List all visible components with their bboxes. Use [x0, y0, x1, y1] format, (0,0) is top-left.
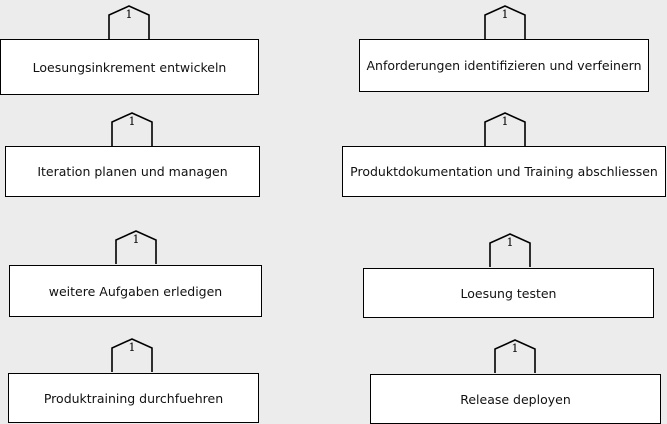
multiplicity-label: 1	[128, 115, 136, 128]
task-label: weitere Aufgaben erledigen	[48, 283, 223, 299]
task-label: Iteration planen und managen	[37, 164, 228, 179]
multiplicity-label: 1	[501, 115, 509, 128]
multiplicity-marker: 1	[484, 5, 526, 39]
task-label: Loesung testen	[460, 285, 557, 301]
task-label: Produktraining durchfuehren	[43, 390, 224, 406]
multiplicity-marker: 1	[111, 338, 153, 372]
multiplicity-marker: 1	[489, 233, 531, 267]
multiplicity-marker: 1	[484, 112, 526, 146]
multiplicity-marker: 1	[115, 230, 157, 264]
task-label: Release deployen	[460, 391, 571, 407]
task-box[interactable]: weitere Aufgaben erledigen	[9, 265, 262, 317]
task-label: Anforderungen identifizieren und verfein…	[366, 58, 642, 73]
multiplicity-label: 1	[511, 342, 519, 355]
multiplicity-label: 1	[501, 8, 509, 21]
task-label: Loesungsinkrement entwickeln	[32, 59, 227, 75]
multiplicity-marker: 1	[108, 5, 150, 39]
multiplicity-marker: 1	[111, 112, 153, 146]
multiplicity-label: 1	[506, 236, 514, 249]
task-box[interactable]: Produktraining durchfuehren	[8, 373, 259, 423]
multiplicity-marker: 1	[494, 339, 536, 373]
task-box[interactable]: Loesung testen	[363, 268, 654, 318]
multiplicity-label: 1	[132, 233, 140, 246]
task-box[interactable]: Release deployen	[370, 374, 661, 424]
task-label: Produktdokumentation und Training abschl…	[350, 164, 658, 179]
task-box[interactable]: Iteration planen und managen	[5, 146, 260, 197]
task-box[interactable]: Loesungsinkrement entwickeln	[0, 39, 259, 95]
multiplicity-label: 1	[125, 8, 133, 21]
task-box[interactable]: Anforderungen identifizieren und verfein…	[359, 39, 649, 92]
multiplicity-label: 1	[128, 341, 136, 354]
task-box[interactable]: Produktdokumentation und Training abschl…	[342, 146, 666, 197]
